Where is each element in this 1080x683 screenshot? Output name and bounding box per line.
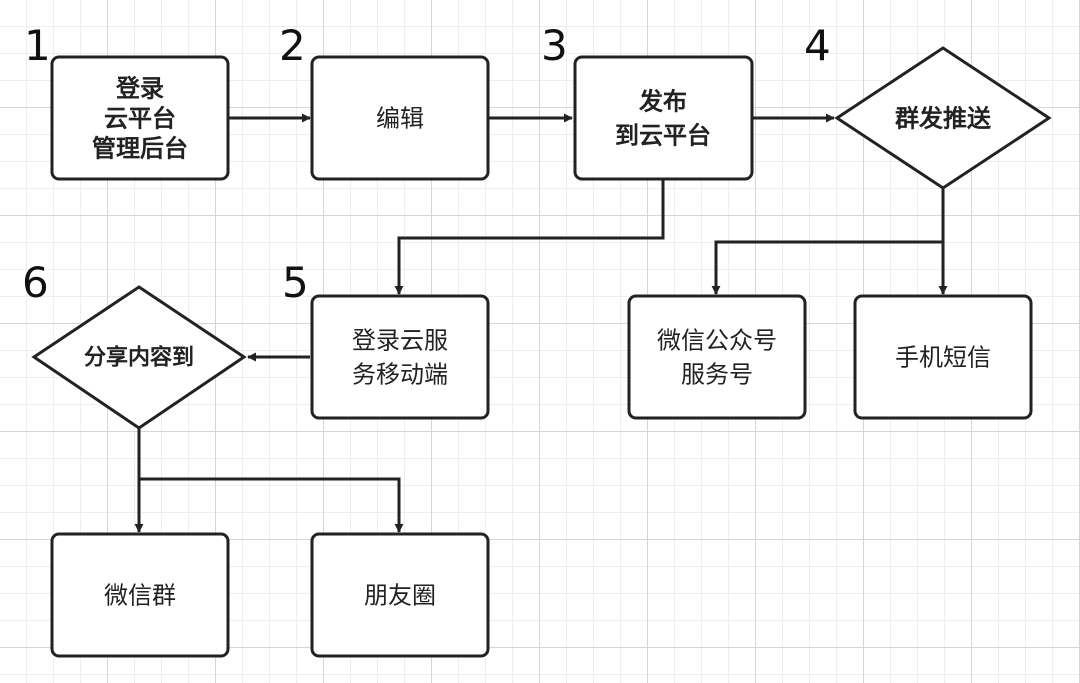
label-line: 登录云服 (352, 326, 448, 354)
node-edit-label: 编辑 (376, 104, 424, 132)
node-login-mobile-label: 登录云服务移动端 (352, 326, 448, 388)
node-login-admin-label: 登录云平台管理后台 (92, 74, 188, 162)
label-line: 服务号 (681, 360, 753, 388)
node-share[interactable]: 分享内容到 (31, 285, 247, 430)
label-line: 朋友圈 (364, 581, 436, 609)
edge-push-to-wechat-official (711, 240, 943, 295)
node-wechat-official[interactable]: 微信公众号服务号 (627, 294, 807, 420)
label-line: 微信群 (104, 581, 176, 609)
step-number-6: 6 (22, 258, 49, 307)
node-moments-label: 朋友圈 (364, 581, 436, 609)
step-number-3: 3 (541, 21, 568, 70)
edge-share-to-moments (139, 477, 404, 533)
node-moments[interactable]: 朋友圈 (310, 532, 490, 658)
node-publish[interactable]: 发布到云平台 (573, 55, 754, 181)
step-number-2: 2 (279, 21, 306, 70)
node-wechat-group[interactable]: 微信群 (50, 532, 230, 658)
step-numbers: 1 2 3 4 5 6 (22, 21, 831, 307)
node-edit[interactable]: 编辑 (310, 55, 490, 181)
label-line: 分享内容到 (84, 345, 194, 371)
label-line: 登录 (115, 74, 164, 102)
node-sms-label: 手机短信 (895, 343, 991, 371)
node-login-admin[interactable]: 登录云平台管理后台 (50, 55, 230, 181)
label-line: 编辑 (376, 104, 424, 132)
node-sms[interactable]: 手机短信 (853, 294, 1033, 420)
node-mass-push[interactable]: 群发推送 (834, 46, 1052, 190)
node-wechat-group-label: 微信群 (104, 581, 176, 609)
label-line: 管理后台 (92, 134, 188, 162)
label-line: 发布 (638, 87, 687, 115)
label-line: 手机短信 (895, 343, 991, 371)
edge-publish-to-mobile (394, 180, 665, 295)
label-line: 群发推送 (895, 104, 992, 132)
step-number-5: 5 (282, 258, 309, 307)
node-login-mobile[interactable]: 登录云服务移动端 (310, 294, 490, 420)
step-number-4: 4 (804, 21, 831, 70)
label-line: 到云平台 (615, 121, 711, 149)
node-share-label: 分享内容到 (84, 345, 194, 371)
label-line: 微信公众号 (657, 326, 777, 354)
label-line: 务移动端 (352, 360, 448, 388)
node-wechat-official-label: 微信公众号服务号 (657, 326, 777, 388)
node-publish-label: 发布到云平台 (615, 87, 711, 149)
node-mass-push-label: 群发推送 (895, 104, 992, 132)
label-line: 云平台 (104, 104, 176, 132)
connectors (134, 113, 948, 533)
step-number-1: 1 (24, 21, 51, 70)
